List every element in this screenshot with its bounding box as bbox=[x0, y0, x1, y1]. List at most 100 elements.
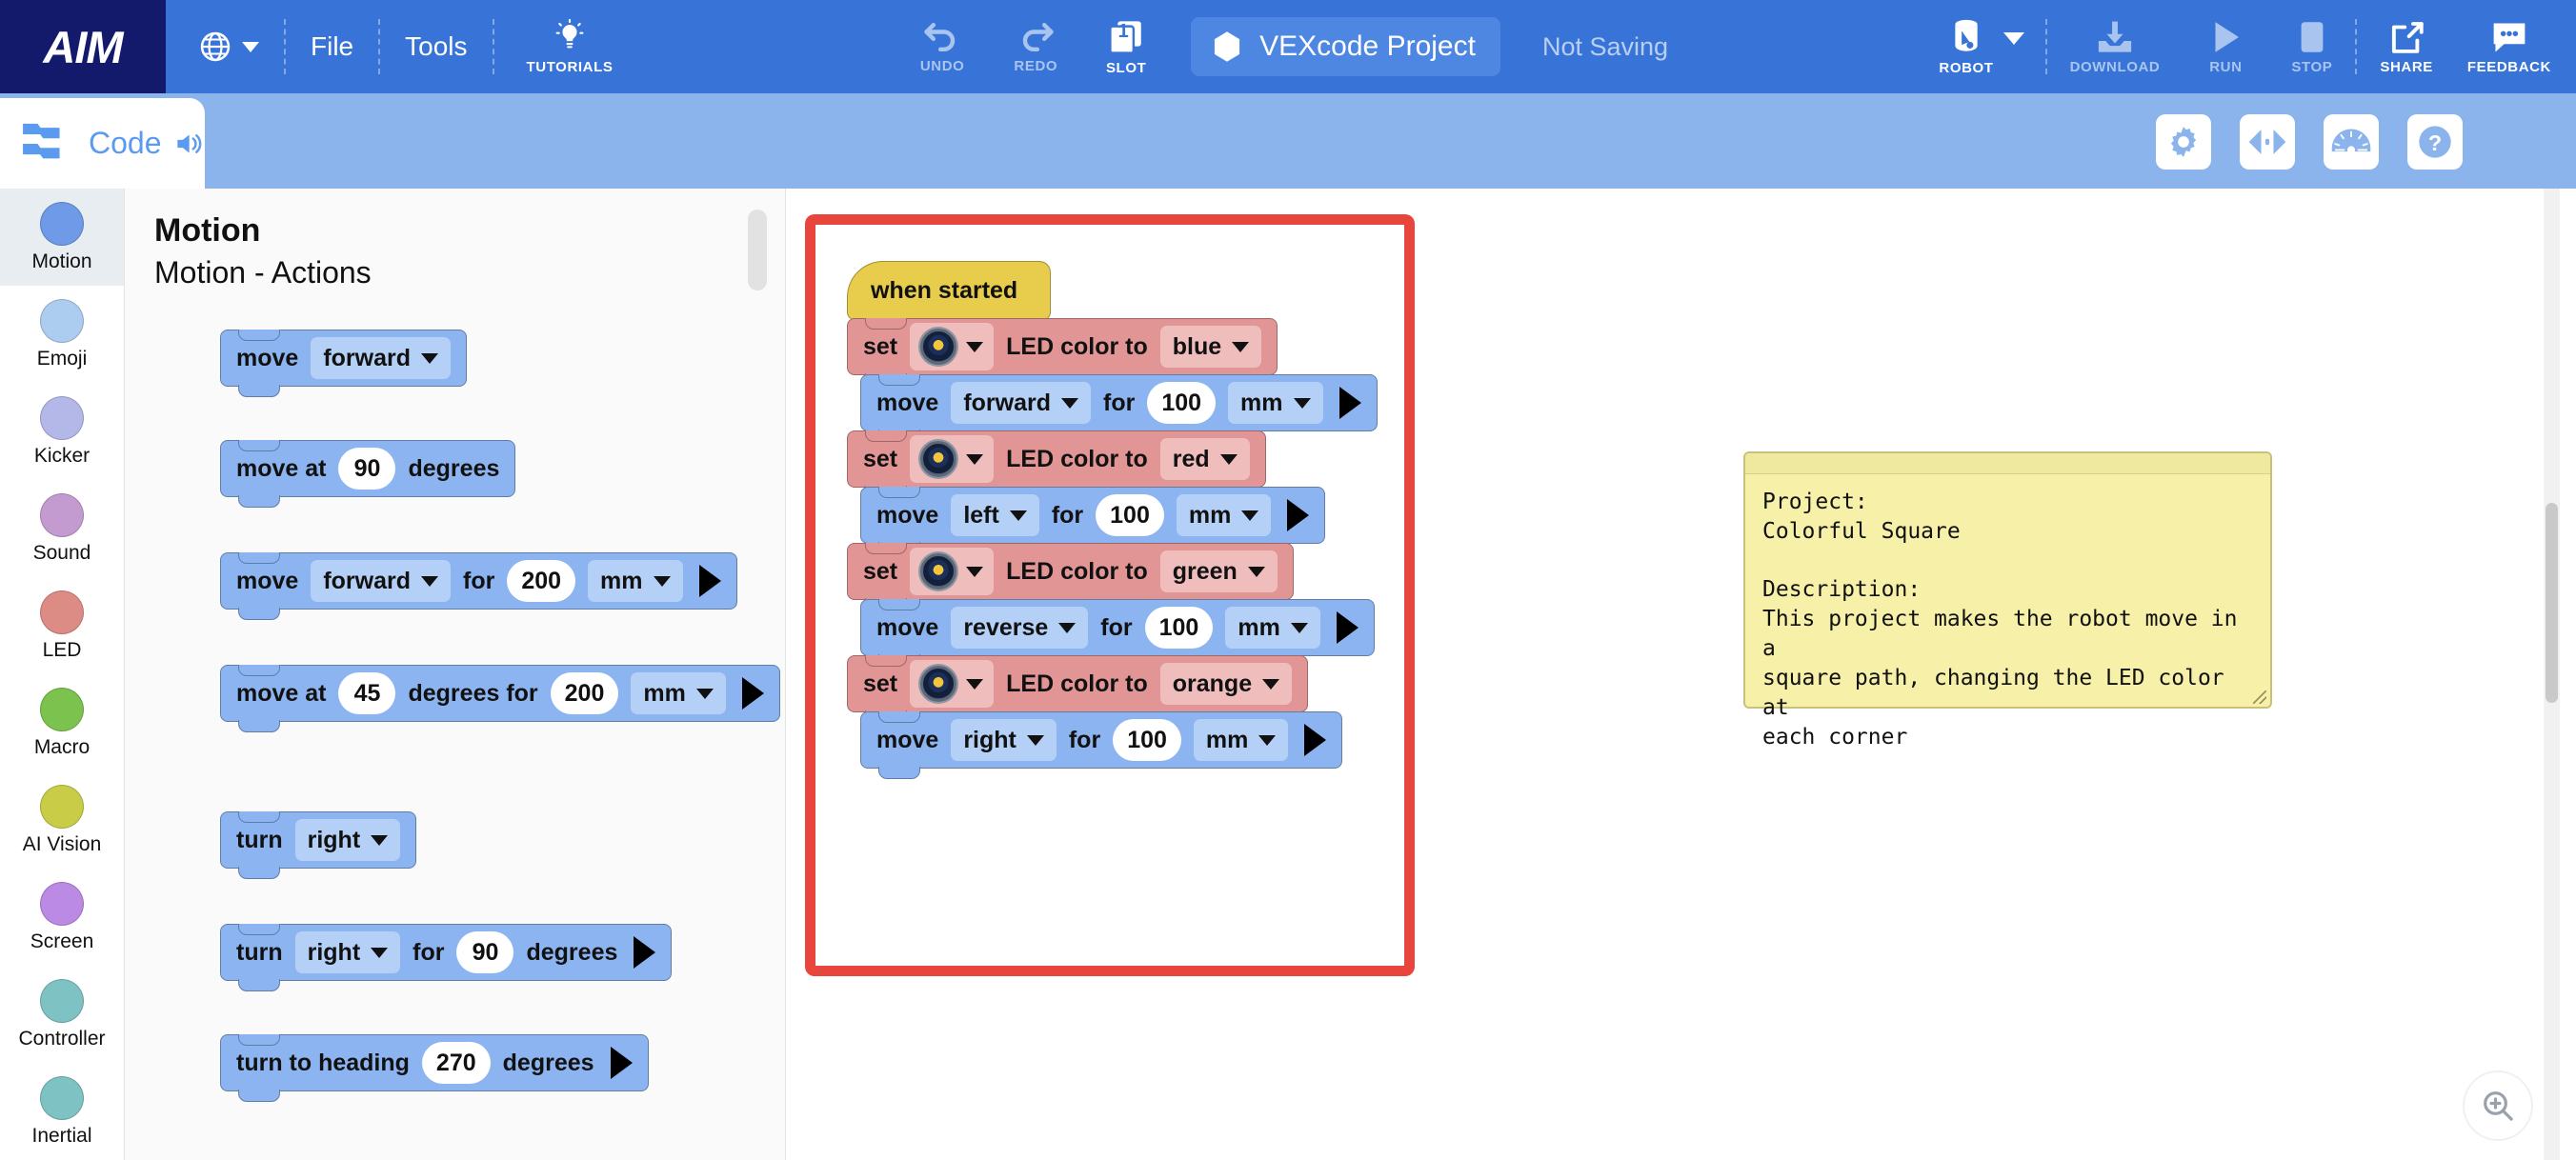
help-button[interactable]: ? bbox=[2407, 114, 2463, 170]
block-dropdown[interactable]: mm bbox=[1176, 494, 1272, 536]
comment-title-bar[interactable] bbox=[1745, 453, 2270, 474]
category-item-kicker[interactable]: Kicker bbox=[0, 383, 124, 480]
block-number-input[interactable]: 200 bbox=[550, 672, 619, 714]
category-item-emoji[interactable]: Emoji bbox=[0, 286, 124, 383]
block-number-input[interactable]: 90 bbox=[456, 931, 514, 973]
block-dropdown[interactable]: forward bbox=[951, 382, 1091, 424]
share-button[interactable]: SHARE bbox=[2357, 0, 2456, 93]
block-run-icon[interactable] bbox=[1287, 499, 1310, 531]
block-dropdown[interactable]: mm bbox=[1228, 382, 1323, 424]
robot-button[interactable]: ROBOT bbox=[1918, 0, 2002, 93]
tutorials-button[interactable]: TUTORIALS bbox=[494, 0, 646, 93]
workspace-scrollbar-vertical[interactable] bbox=[2544, 189, 2560, 1160]
block-dropdown[interactable]: mm bbox=[631, 672, 726, 714]
block-run-icon[interactable] bbox=[1336, 611, 1358, 644]
redo-button[interactable]: REDO bbox=[989, 0, 1082, 93]
block-number-input[interactable]: 45 bbox=[338, 672, 396, 714]
stop-button[interactable]: STOP bbox=[2268, 0, 2355, 93]
block-run-icon[interactable] bbox=[1338, 387, 1361, 419]
settings-button[interactable] bbox=[2156, 114, 2211, 170]
block-number-input[interactable]: 90 bbox=[338, 448, 396, 490]
block-dropdown[interactable]: right bbox=[294, 819, 401, 861]
block-dropdown[interactable]: red bbox=[1159, 438, 1250, 480]
block-dropdown[interactable]: mm bbox=[1225, 607, 1320, 649]
block-number-input[interactable]: 100 bbox=[1147, 382, 1217, 424]
when-started-block[interactable]: when started bbox=[847, 261, 1052, 320]
download-button[interactable]: DOWNLOAD bbox=[2047, 0, 2184, 93]
block-dropdown[interactable]: left bbox=[951, 494, 1039, 536]
chevron-down-icon bbox=[1293, 397, 1311, 409]
block-robot-dropdown[interactable] bbox=[910, 660, 995, 708]
run-button[interactable]: RUN bbox=[2183, 0, 2268, 93]
block-run-icon[interactable] bbox=[610, 1047, 633, 1079]
block-run-icon[interactable] bbox=[634, 936, 656, 969]
language-selector[interactable] bbox=[166, 0, 284, 93]
block-robot-dropdown[interactable] bbox=[910, 435, 995, 483]
block-robot-dropdown[interactable] bbox=[910, 323, 995, 370]
robot-dropdown-caret[interactable] bbox=[2002, 0, 2045, 93]
menu-tools[interactable]: Tools bbox=[405, 31, 468, 61]
block-number-input[interactable]: 270 bbox=[421, 1042, 491, 1084]
category-item-motion[interactable]: Motion bbox=[0, 189, 124, 286]
feedback-button[interactable]: FEEDBACK bbox=[2456, 0, 2576, 93]
block-run-icon[interactable] bbox=[698, 565, 721, 597]
block-number-input[interactable]: 100 bbox=[1144, 607, 1214, 649]
block-dropdown[interactable]: forward bbox=[311, 337, 451, 379]
category-item-macro[interactable]: Macro bbox=[0, 674, 124, 771]
comment-text[interactable]: Project: Colorful Square Description: Th… bbox=[1762, 490, 2238, 750]
zoom-in-button[interactable] bbox=[2465, 1072, 2531, 1139]
undo-button[interactable]: UNDO bbox=[896, 0, 990, 93]
block-number-input[interactable]: 100 bbox=[1113, 719, 1181, 761]
palette-scrollbar[interactable] bbox=[748, 210, 767, 290]
block-dropdown[interactable]: blue bbox=[1159, 326, 1262, 368]
project-comment[interactable]: Project: Colorful Square Description: Th… bbox=[1743, 451, 2272, 750]
code-view-button[interactable] bbox=[2240, 114, 2295, 170]
dashboard-button[interactable] bbox=[2324, 114, 2379, 170]
block-run-icon[interactable] bbox=[1304, 724, 1327, 756]
block-number-input[interactable]: 200 bbox=[507, 560, 576, 602]
block-dropdown[interactable]: mm bbox=[1193, 719, 1289, 761]
category-item-ai-vision[interactable]: AI Vision bbox=[0, 771, 124, 869]
category-item-controller[interactable]: Controller bbox=[0, 966, 124, 1063]
block-dropdown[interactable]: forward bbox=[311, 560, 451, 602]
block-dropdown[interactable]: right bbox=[951, 719, 1057, 761]
category-item-sound[interactable]: Sound bbox=[0, 480, 124, 577]
comment-resize-handle[interactable] bbox=[2253, 690, 2266, 704]
block-robot-dropdown[interactable] bbox=[910, 548, 995, 595]
slot-selector[interactable]: 1 SLOT bbox=[1082, 0, 1170, 93]
menu-file[interactable]: File bbox=[311, 31, 354, 61]
block-run-icon[interactable] bbox=[741, 677, 764, 710]
block-dropdown[interactable]: right bbox=[294, 931, 401, 973]
speaker-icon[interactable] bbox=[174, 130, 207, 158]
category-item-led[interactable]: LED bbox=[0, 577, 124, 674]
block-number-input[interactable]: 100 bbox=[1096, 494, 1164, 536]
project-name-field[interactable]: VEXcode Project bbox=[1191, 17, 1500, 76]
block-dropdown[interactable]: green bbox=[1159, 550, 1278, 592]
workspace-scrollbar-thumb[interactable] bbox=[2546, 503, 2558, 703]
category-item-screen[interactable]: Screen bbox=[0, 869, 124, 966]
block-dropdown[interactable]: mm bbox=[588, 560, 683, 602]
block-dropdown[interactable]: orange bbox=[1159, 663, 1293, 705]
category-item-inertial[interactable]: Inertial bbox=[0, 1063, 124, 1160]
tab-code[interactable]: Code bbox=[0, 98, 205, 189]
block-dropdown[interactable]: reverse bbox=[951, 607, 1089, 649]
